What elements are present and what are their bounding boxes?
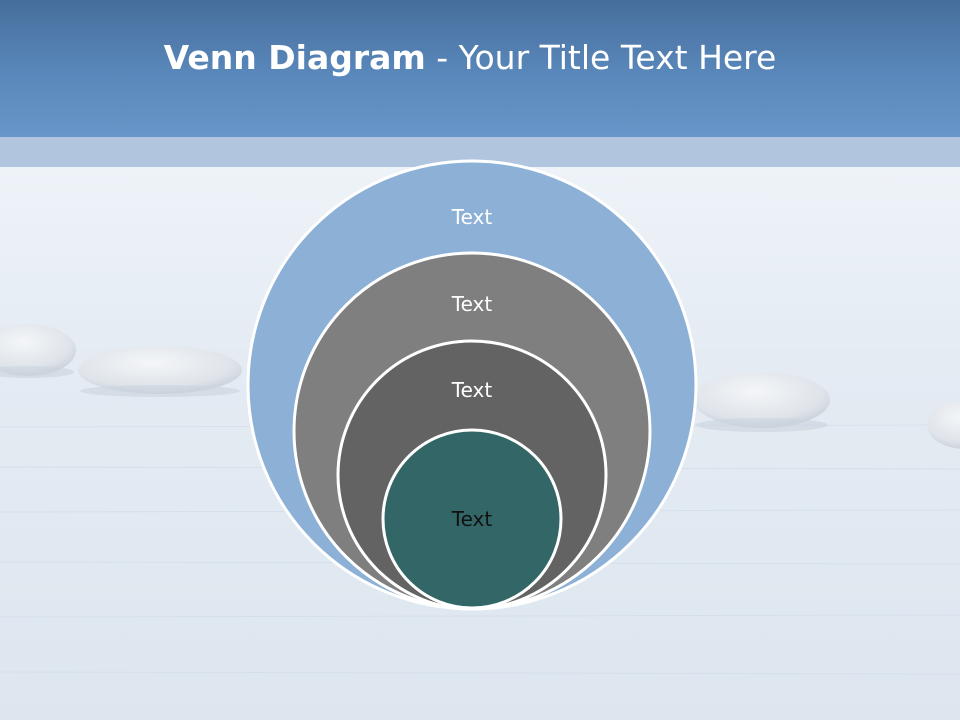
circle-inner-label: Text [451,507,493,531]
slide-title: Venn Diagram - Your Title Text Here [0,38,940,77]
circle-outer-label: Text [451,205,493,229]
stone-center-left [78,346,242,397]
slide-title-bold: Venn Diagram [163,38,426,77]
title-banner [0,0,960,137]
stone-right [927,401,960,449]
stone-left [0,324,76,378]
stone-center-right [694,372,830,432]
circle-second-label: Text [451,292,493,316]
slide-title-rest: - Your Title Text Here [425,38,777,77]
circle-inner[interactable] [381,428,563,610]
circle-third-label: Text [451,378,493,402]
